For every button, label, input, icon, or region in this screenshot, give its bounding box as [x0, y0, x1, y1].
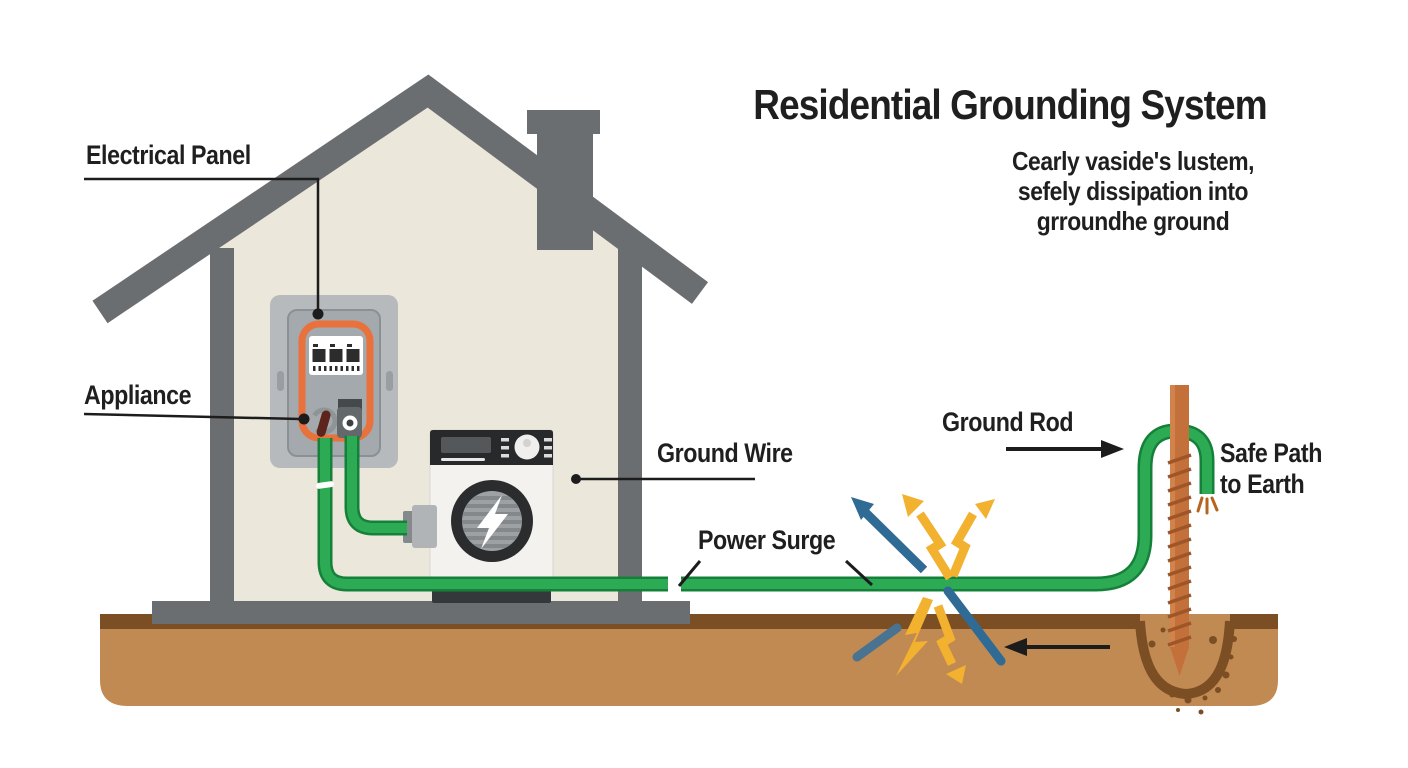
outlet-hole-inner: [346, 419, 354, 427]
surge-blue-line-lower: [943, 586, 1006, 666]
soil: [100, 614, 1278, 715]
rod-tip: [1170, 647, 1189, 676]
label-electrical-panel: Electrical Panel: [86, 140, 251, 170]
page-title: Residential Grounding System: [753, 81, 1267, 128]
power-surge-leader-left: [677, 560, 702, 587]
surge-burst-icon: [851, 494, 1110, 684]
surge-bolt-upleft-tail: [916, 511, 954, 581]
surge-bolt-upleft-head: [902, 494, 924, 517]
label-safe-path-line-2: to Earth: [1220, 469, 1305, 499]
surge-bolt-down-zigzag: [896, 597, 933, 676]
washer-buttons: [501, 438, 552, 458]
soil-left-arrowhead: [1004, 638, 1027, 656]
washer-knob-mark: [523, 439, 531, 447]
chimney-cap: [527, 110, 600, 134]
subtitle-line-3: grroundhe ground: [1036, 206, 1230, 236]
label-ground-rod: Ground Rod: [942, 407, 1074, 437]
subtitle: Cearly vaside's lustem, sefely dissipati…: [975, 146, 1292, 236]
washer-base: [432, 590, 551, 603]
surge-bolt-downright-tail: [933, 604, 957, 666]
breaker-switches: [312, 344, 360, 371]
label-leaders: [83, 177, 1124, 587]
ground-wire-run-a: [320, 438, 668, 589]
left-wall: [210, 248, 234, 602]
label-ground-wire: Ground Wire: [657, 438, 793, 468]
label-appliance: Appliance: [84, 380, 192, 410]
ground-wire-run-b: [681, 425, 1212, 589]
electrical-panel: [270, 295, 398, 468]
panel-lever: [316, 410, 331, 437]
surge-bolt-upright-tail: [948, 511, 977, 578]
power-surge-leader-right: [844, 559, 874, 587]
panel-slot-right: [386, 371, 393, 391]
surge-blue-line-short: [852, 623, 902, 662]
appliance-wire: [347, 436, 407, 533]
rod-threads: [1167, 453, 1192, 647]
label-safe-path: Safe Path to Earth: [1220, 438, 1322, 500]
washer-display: [441, 437, 491, 453]
lightning-bolt-icon: [477, 495, 508, 549]
ground-wire: [316, 423, 1219, 592]
foundation-slab: [152, 601, 690, 624]
pit-gravel-dots: [1144, 627, 1237, 715]
washer-plug-outer: [412, 505, 437, 548]
panel-slot-left: [277, 371, 284, 391]
rod-pit-outline: [1135, 620, 1235, 700]
surge-blue-arrow-shaft: [862, 509, 928, 574]
subtitle-line-1: Cearly vaside's lustem,: [1011, 146, 1255, 176]
appliance-washer: [403, 429, 554, 603]
wire-highlight-dash: [316, 481, 334, 489]
electrical-panel-leader-dot: [312, 308, 324, 320]
appliance-leader: [83, 412, 301, 421]
surge-bolt-upright-head: [975, 499, 995, 519]
ground-rod: [1167, 385, 1192, 676]
house: [92, 74, 709, 624]
washer-display-line: [441, 458, 485, 461]
subtitle-line-2: sefely dissipation into: [1017, 176, 1249, 206]
appliance-leader-dot: [298, 413, 310, 425]
wire-frayed-strands: [1196, 496, 1219, 515]
breaker-box: [309, 336, 363, 375]
ground-rod-arrowhead: [1101, 440, 1124, 458]
roof: [92, 74, 709, 324]
panel-ground-loop: [298, 320, 374, 442]
right-wall: [618, 248, 642, 602]
electrical-panel-leader: [84, 177, 320, 310]
surge-blue-arrowhead: [851, 497, 874, 520]
label-power-surge: Power Surge: [698, 525, 836, 555]
ground-wire-leader-dot: [571, 474, 581, 484]
label-safe-path-line-1: Safe Path: [1220, 438, 1322, 468]
surge-bolt-downright-head: [946, 665, 966, 684]
